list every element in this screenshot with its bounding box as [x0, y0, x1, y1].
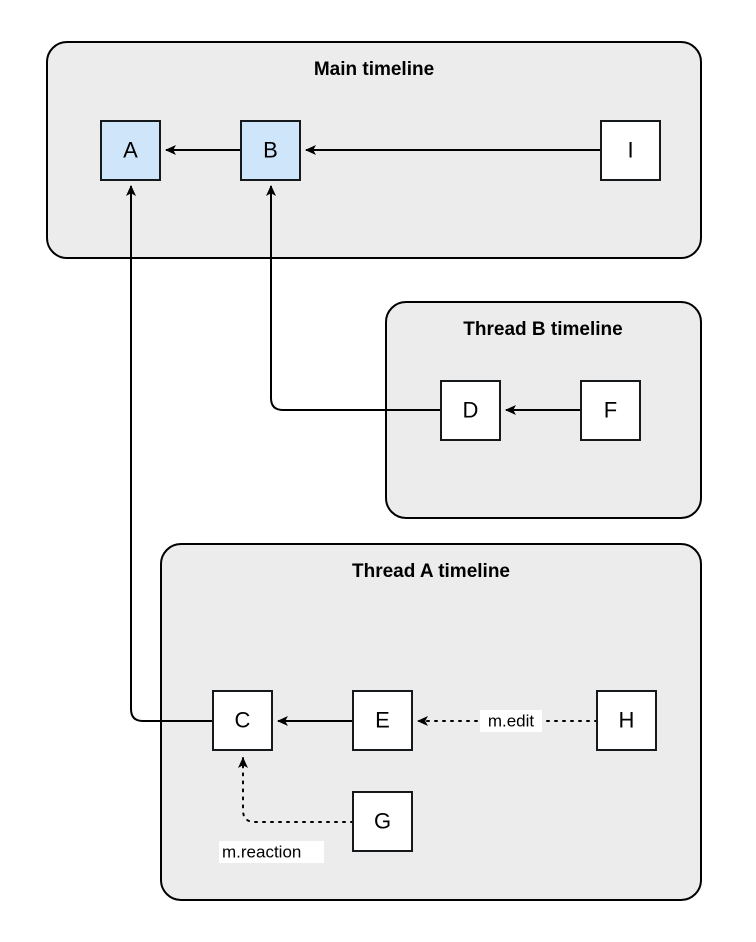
node-a-label: A — [123, 137, 138, 162]
edge-label-h-e-backing — [480, 710, 542, 732]
node-b-box[interactable] — [240, 120, 301, 181]
node-c[interactable]: C — [212, 690, 273, 751]
node-d[interactable]: D — [440, 380, 501, 441]
node-e[interactable]: E — [352, 690, 413, 751]
node-g[interactable]: G — [352, 791, 413, 852]
node-d-box[interactable] — [440, 380, 501, 441]
node-e-label: E — [375, 707, 390, 732]
nodes: A B I D F C E H G — [100, 120, 661, 852]
edge-labels: m.edit m.reaction — [219, 710, 542, 863]
node-i-box[interactable] — [600, 120, 661, 181]
node-a[interactable]: A — [100, 120, 161, 181]
edge-g-to-c — [238, 757, 354, 823]
edge-d-to-b — [266, 185, 441, 411]
node-f[interactable]: F — [580, 380, 641, 441]
node-b[interactable]: B — [240, 120, 301, 181]
node-h-label: H — [619, 707, 635, 732]
node-e-box[interactable] — [352, 690, 413, 751]
node-f-label: F — [604, 397, 617, 422]
node-c-label: C — [235, 707, 251, 732]
node-h[interactable]: H — [596, 690, 657, 751]
edge-label-g-c: m.reaction — [219, 841, 324, 863]
node-f-box[interactable] — [580, 380, 641, 441]
node-g-box[interactable] — [352, 791, 413, 852]
node-i[interactable]: I — [600, 120, 661, 181]
node-d-label: D — [463, 397, 479, 422]
group-main-title: Main timeline — [314, 59, 434, 80]
group-thread-b-title: Thread B timeline — [463, 319, 622, 340]
group-thread-a-title: Thread A timeline — [352, 561, 510, 582]
edge-label-g-c-backing — [219, 841, 324, 863]
node-a-box[interactable] — [100, 120, 161, 181]
edge-label-h-e-text: m.edit — [488, 711, 535, 730]
node-h-box[interactable] — [596, 690, 657, 751]
node-c-box[interactable] — [212, 690, 273, 751]
node-g-label: G — [374, 808, 391, 833]
edge-label-g-c-text: m.reaction — [222, 842, 301, 861]
node-b-label: B — [263, 137, 278, 162]
edge-c-to-a — [126, 185, 213, 722]
node-i-label: I — [627, 137, 633, 162]
edge-label-h-e: m.edit — [480, 710, 542, 732]
